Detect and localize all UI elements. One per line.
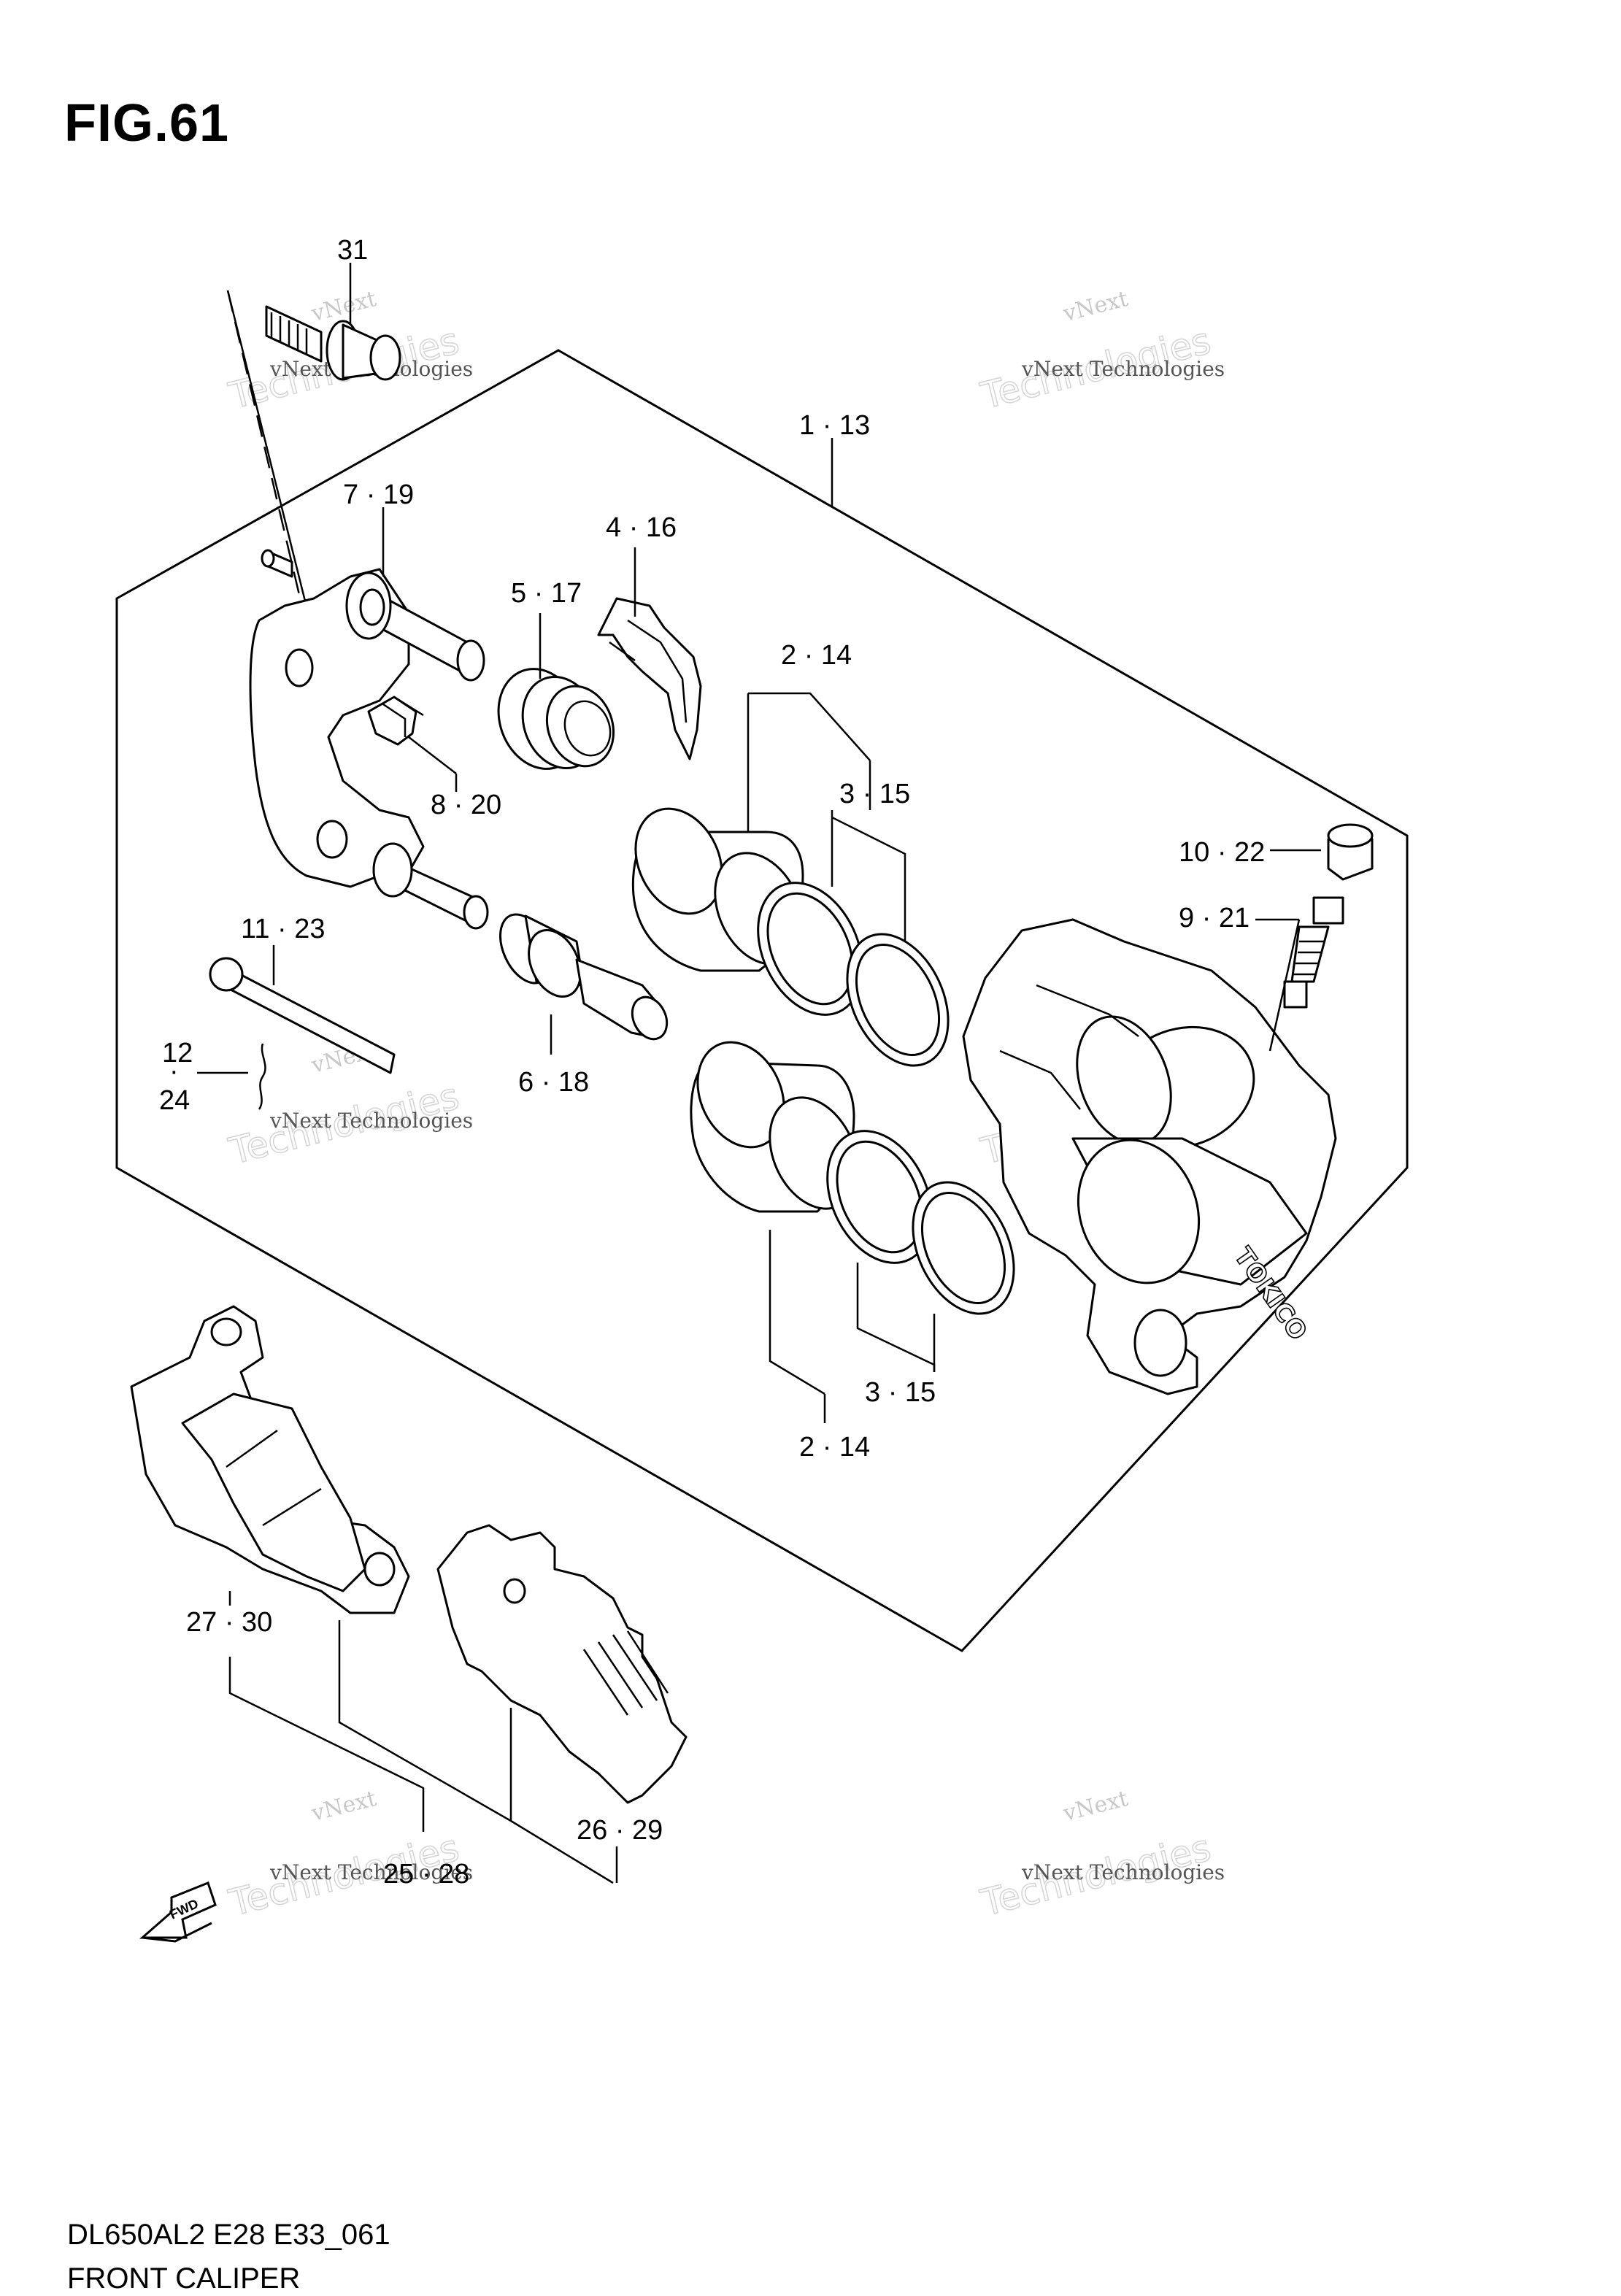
pad-spring-4-16	[597, 597, 702, 760]
caliper-housing-1-13: TOKICO	[962, 918, 1337, 1395]
callout-3-15-top: 3 · 15	[839, 779, 910, 809]
bleeder-cap-10-22	[1327, 823, 1374, 881]
svg-text:vNext: vNext	[308, 1786, 379, 1827]
svg-text:vNext Technologies: vNext Technologies	[1021, 1860, 1225, 1884]
callout-3-15-bottom: 3 · 15	[865, 1377, 936, 1408]
callout-12-dot: ·	[169, 1056, 179, 1087]
pin-boot-6-18	[499, 913, 669, 1041]
callout-2-14-top: 2 · 14	[781, 640, 852, 671]
callout-5-17: 5 · 17	[511, 578, 582, 609]
callout-12: 12	[162, 1038, 193, 1068]
piston-seal-3-15-upper	[757, 882, 950, 1067]
bleeder-valve-9-21	[1283, 896, 1344, 1009]
pin-clip-12-24	[258, 1043, 266, 1110]
watermark-top-right: vNext Technologies vNext Technologies	[976, 286, 1225, 418]
watermark-bottom-right: vNext Technologies vNext Technologies	[976, 1786, 1225, 1925]
callout-31: 31	[337, 235, 368, 266]
diagram-name: FRONT CALIPER	[67, 2262, 301, 2295]
forward-arrow-icon: FWD	[139, 1881, 217, 1943]
callout-labels: 31 1 · 13 7 · 19 4 · 16 5 · 17 2 · 14 3 …	[159, 235, 1265, 1889]
brake-pad-26-29	[436, 1524, 688, 1804]
callout-26-29: 26 · 29	[577, 1815, 663, 1846]
piston-seal-3-15-lower	[826, 1130, 1015, 1315]
svg-text:vNext: vNext	[1060, 1786, 1131, 1827]
callout-8-20: 8 · 20	[431, 790, 501, 820]
mounting-bolt-31	[265, 305, 401, 381]
svg-text:vNext Technologies: vNext Technologies	[269, 1860, 473, 1884]
callout-24: 24	[159, 1085, 190, 1116]
callout-27-30: 27 · 30	[186, 1607, 272, 1638]
pad-spring-clip-8-20	[367, 696, 424, 746]
svg-text:vNext Technologies: vNext Technologies	[1021, 357, 1225, 381]
model-code: DL650AL2 E28 E33_061	[67, 2219, 390, 2251]
callout-9-21: 9 · 21	[1179, 903, 1250, 933]
svg-text:vNext: vNext	[1060, 286, 1131, 327]
watermark-bottom-left: vNext Technologies vNext Technologies	[224, 1786, 473, 1925]
callout-2-14-bottom: 2 · 14	[799, 1432, 870, 1463]
caliper-pin-11-23	[209, 957, 396, 1074]
caliper-bracket-7-19	[249, 549, 489, 930]
callout-7-19: 7 · 19	[343, 479, 414, 510]
callout-25-28: 25 · 28	[383, 1859, 469, 1889]
callout-11-23: 11 · 23	[241, 914, 325, 944]
leader-lines	[197, 263, 1321, 1884]
callout-6-18: 6 · 18	[518, 1067, 589, 1098]
callout-1-13: 1 · 13	[799, 410, 870, 441]
brake-pad-27-30	[130, 1305, 410, 1614]
svg-text:vNext Technologies: vNext Technologies	[269, 1109, 473, 1133]
dust-boot-5-17	[497, 668, 615, 770]
callout-4-16: 4 · 16	[606, 512, 677, 543]
figure-title: FIG.61	[64, 94, 230, 153]
caliper-assembly-outline	[115, 349, 1409, 1652]
callout-10-22: 10 · 22	[1179, 837, 1265, 868]
